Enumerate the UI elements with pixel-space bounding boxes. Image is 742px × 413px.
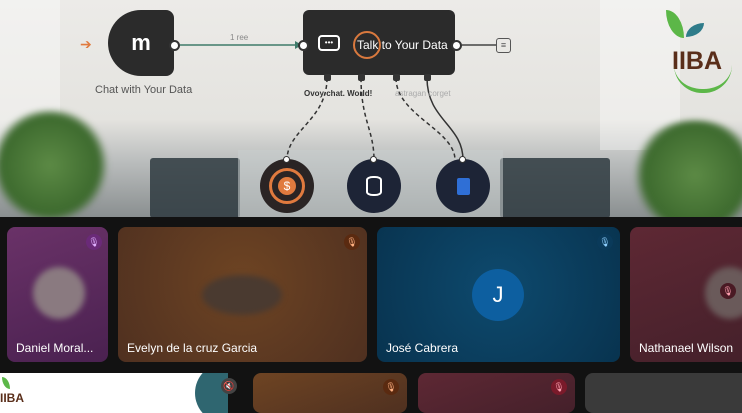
database-icon [366,176,382,196]
tool-document[interactable] [436,156,490,213]
trigger-node-label: Chat with Your Data [95,84,193,96]
avatar: J [472,269,524,321]
mic-off-icon: 🎙 [597,234,613,250]
participant-name: Daniel Moral... [16,341,94,355]
mic-off-icon: 🎙 [720,283,736,299]
iiba-logo-small: IIBA [0,391,24,405]
output-port[interactable] [451,40,462,51]
output-port[interactable] [169,40,180,51]
plant-decoration [630,120,742,217]
mic-off-icon: 🎙 [551,379,567,395]
workflow-connections [180,41,496,161]
mic-off-icon: 🎙 [344,234,360,250]
participant-name: Evelyn de la cruz Garcia [127,341,258,355]
participant-tile[interactable]: 🎙 [253,373,407,413]
sub-label: astragan corget [395,89,451,98]
dollar-sync-icon: $ [269,168,305,204]
sub-label: Ovoy chat. World! [304,89,373,98]
speaker-muted-icon: 🔇 [221,378,237,394]
robot-icon: ••• [318,35,340,51]
tool-dollar-sync[interactable]: $ [260,156,314,213]
mic-off-icon: 🎙 [86,234,102,250]
trigger-node[interactable]: m [108,10,174,76]
participant-tile[interactable]: 🎙 Nathanael Wilson [630,227,742,362]
participant-tile[interactable]: J 🎙 José Cabrera [377,227,620,362]
participant-tile[interactable]: 🎙 Evelyn de la cruz Garcia [118,227,367,362]
participant-name: José Cabrera [386,341,459,355]
participant-name: Nathanael Wilson [639,341,734,355]
agent-node[interactable]: ••• Talk to Your Data [303,10,455,75]
iiba-logo: IIBA [660,5,738,95]
highlight-circle [353,31,381,59]
connection-label: 1 ree [230,33,249,42]
participant-tile[interactable] [585,373,742,413]
participant-tile[interactable]: 🎙 Daniel Moral... [7,227,108,362]
tool-database[interactable] [347,156,401,213]
screen-share: ➔ m Chat with Your Data 1 ree ••• Talk t… [0,0,742,217]
plant-decoration [0,110,110,217]
mic-off-icon: 🎙 [383,379,399,395]
document-icon [456,177,470,195]
output-node[interactable]: ≡ [496,38,511,53]
input-port[interactable] [298,40,309,51]
shared-logo-tile[interactable]: IIBA [0,373,228,413]
participant-tile[interactable]: 🎙 [418,373,575,413]
trigger-arrow-icon: ➔ [80,36,92,52]
chat-trigger-icon: m [131,30,151,55]
